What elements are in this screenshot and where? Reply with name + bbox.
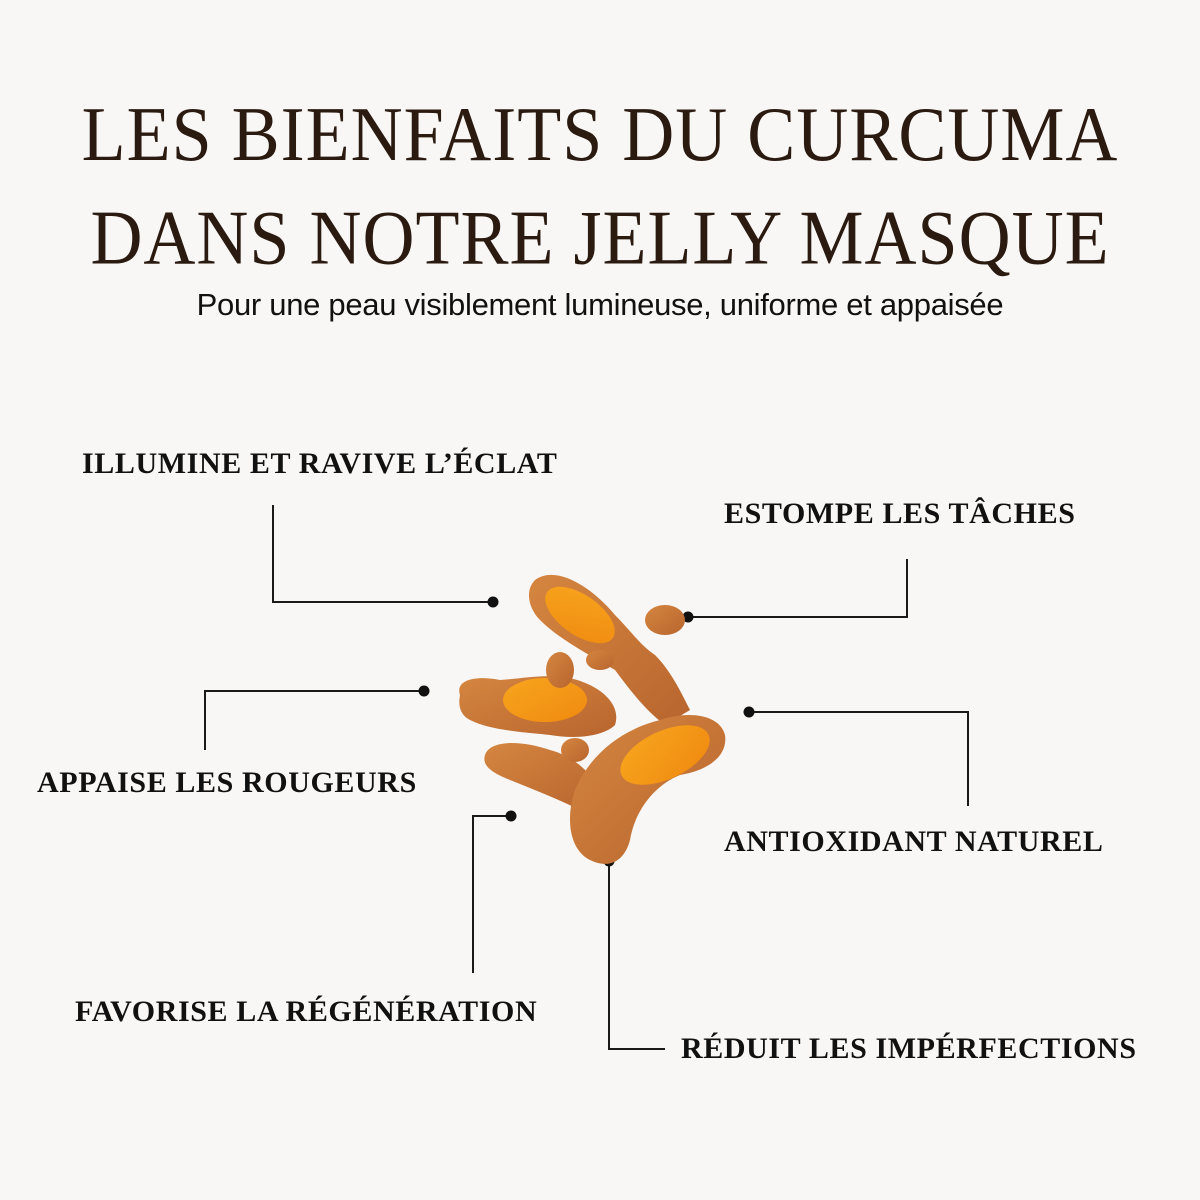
title-line-2: DANS NOTRE JELLY MASQUE <box>90 194 1110 281</box>
benefit-label-estompe: ESTOMPE LES TÂCHES <box>724 497 1076 530</box>
benefit-label-reduit: RÉDUIT LES IMPÉRFECTIONS <box>681 1032 1137 1065</box>
connector-dot <box>682 611 694 623</box>
connector-dot <box>505 810 517 822</box>
connector-line <box>472 815 474 973</box>
connector-dot <box>743 706 755 718</box>
connector-dot <box>487 596 499 608</box>
benefit-label-antioxidant: ANTIOXIDANT NATUREL <box>724 825 1104 858</box>
connector-line <box>967 711 969 806</box>
page-title: LES BIENFAITS DU CURCUMA DANS NOTRE JELL… <box>0 82 1200 289</box>
benefit-label-favorise: FAVORISE LA RÉGÉNÉRATION <box>75 995 538 1028</box>
connector-line <box>472 815 512 817</box>
title-line-1: LES BIENFAITS DU CURCUMA <box>81 90 1119 178</box>
benefit-label-appaise: APPAISE LES ROUGEURS <box>37 766 417 799</box>
connector-line <box>906 559 908 618</box>
connector-line <box>204 690 424 692</box>
benefit-label-illumine: ILLUMINE ET RAVIVE L’ÉCLAT <box>82 447 558 480</box>
connector-dot <box>418 685 430 697</box>
connector-line <box>272 601 493 603</box>
connector-line <box>272 505 274 603</box>
connector-line <box>608 1048 665 1050</box>
connector-line <box>688 616 908 618</box>
connector-line <box>749 711 969 713</box>
turmeric-root-image <box>459 574 726 864</box>
connector-line <box>204 690 206 750</box>
connector-line <box>608 861 610 1049</box>
subtitle: Pour une peau visiblement lumineuse, uni… <box>196 287 1004 322</box>
